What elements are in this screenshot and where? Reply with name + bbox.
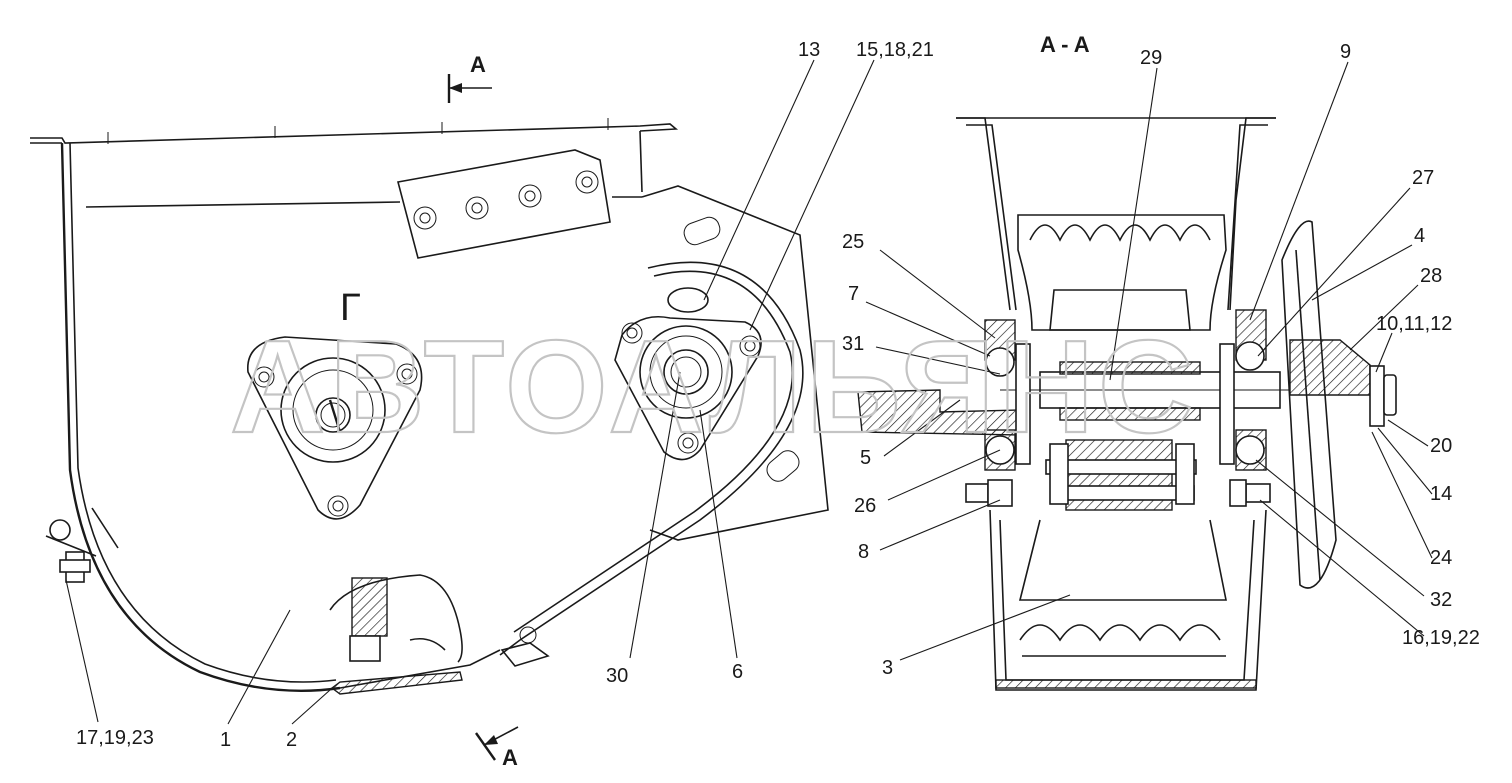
left-bearing-flange xyxy=(247,336,423,520)
nut-bracket xyxy=(397,149,611,259)
section-a-a: A - A xyxy=(857,32,1397,691)
section-arrow-top: A xyxy=(447,52,492,103)
callout-14: 14 xyxy=(1430,483,1452,505)
callout-32: 32 xyxy=(1430,589,1452,611)
callout-4: 4 xyxy=(1414,225,1425,247)
side-view: A A Г xyxy=(30,52,829,770)
callout-15-18-21: 15,18,21 xyxy=(856,39,934,61)
section-mark-bottom: A xyxy=(502,745,518,770)
callout-2: 2 xyxy=(286,729,297,751)
right-bearing-flange xyxy=(614,287,762,461)
callout-9: 9 xyxy=(1340,41,1351,63)
cutaway-section xyxy=(329,574,463,695)
leader-lines xyxy=(65,59,1433,725)
callout-13: 13 xyxy=(798,39,820,61)
callout-24: 24 xyxy=(1430,547,1452,569)
callout-20: 20 xyxy=(1430,435,1452,457)
view-letter: Г xyxy=(340,287,361,329)
watermark-logo: АВТОАЛЬЯНС xyxy=(230,313,1197,460)
callout-10-11-12: 10,11,12 xyxy=(1376,313,1452,335)
callout-6: 6 xyxy=(732,661,743,683)
callout-5: 5 xyxy=(860,447,871,469)
callout-7: 7 xyxy=(848,283,859,305)
section-mark-top: A xyxy=(470,52,486,77)
callout-1: 1 xyxy=(220,729,231,751)
side-bolt xyxy=(45,507,119,583)
callout-3: 3 xyxy=(882,657,893,679)
section-title: A - A xyxy=(1040,32,1090,57)
callout-16-19-22: 16,19,22 xyxy=(1402,627,1480,649)
section-arrow-bottom: A xyxy=(475,726,519,770)
callout-31: 31 xyxy=(842,333,864,355)
callout-30: 30 xyxy=(606,665,628,687)
callout-26: 26 xyxy=(854,495,876,517)
callout-labels: 13 15,18,21 29 9 27 4 25 28 7 10,11,12 3… xyxy=(76,39,1480,751)
pulley xyxy=(1281,220,1397,589)
callout-27: 27 xyxy=(1412,167,1434,189)
callout-8: 8 xyxy=(858,541,869,563)
callout-29: 29 xyxy=(1140,47,1162,69)
callout-25: 25 xyxy=(842,231,864,253)
callout-17-19-23: 17,19,23 xyxy=(76,727,154,749)
callout-28: 28 xyxy=(1420,265,1442,287)
